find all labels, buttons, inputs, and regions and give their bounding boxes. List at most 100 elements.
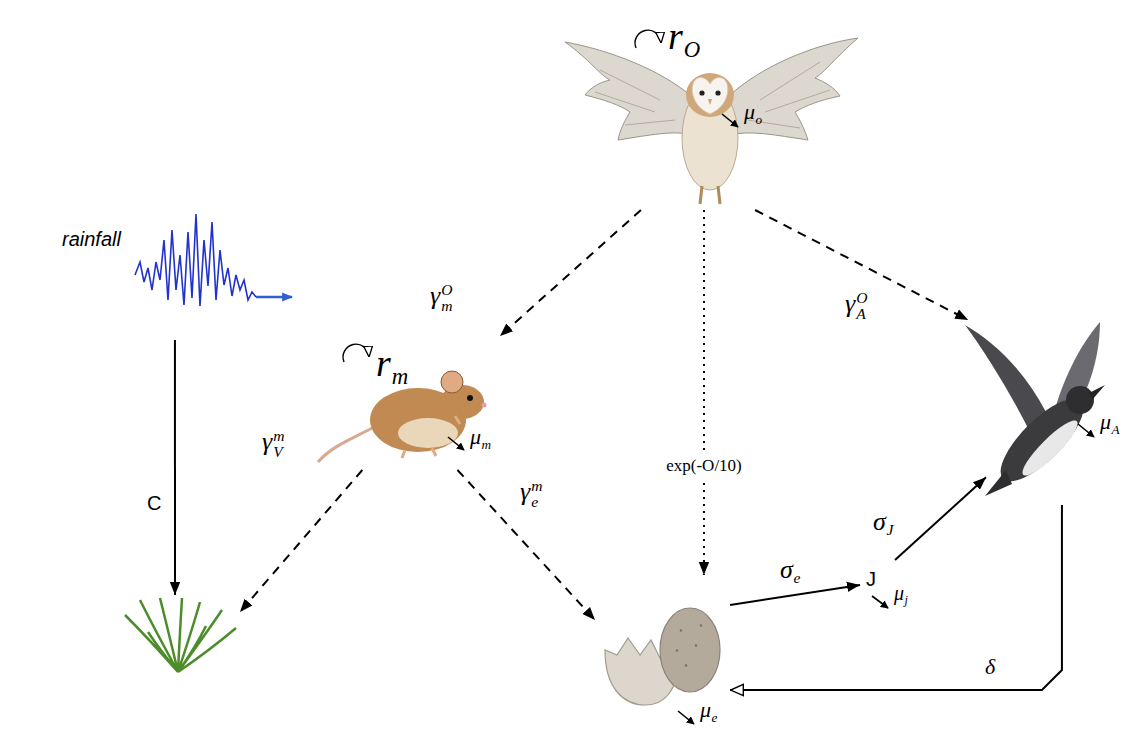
mortality-rate: μm	[470, 425, 491, 452]
vegetation-node	[115, 595, 240, 680]
owl-face	[692, 77, 728, 114]
subscript: e	[793, 569, 800, 586]
mouse-node: rmμm	[330, 330, 500, 470]
rate-label: exp(-O/10)	[663, 455, 745, 478]
owl-eye	[699, 90, 704, 95]
bird-left-wing	[965, 325, 1046, 432]
egg-speckles	[676, 625, 702, 666]
growth-rate: rO	[668, 16, 700, 62]
owl-legs	[700, 186, 720, 204]
juvenile-node: Jμj	[860, 560, 930, 610]
adult-bird-node: μA	[950, 320, 1132, 505]
superscript: m	[273, 428, 284, 444]
index-stack: Vm	[273, 428, 284, 461]
grazing-link	[240, 470, 362, 612]
subscript: J	[886, 521, 893, 538]
owl-eye	[715, 90, 720, 95]
symbol-base: γ	[520, 477, 530, 506]
superscript: m	[531, 478, 542, 494]
index-stack: em	[531, 478, 542, 511]
mortality-rate: μj	[894, 582, 908, 607]
mouse-eye	[467, 395, 473, 401]
driver-label: rainfall	[62, 228, 121, 250]
mortality-arrow	[1078, 424, 1094, 437]
mortality-arrow	[722, 114, 738, 127]
growth-rate: rm	[376, 343, 408, 389]
subscript: j	[905, 593, 908, 607]
owl-growth-loop	[635, 30, 661, 48]
subscript: m	[482, 437, 492, 452]
mortality-rate: μe	[700, 698, 717, 725]
rate-label: γmO	[430, 282, 452, 315]
bird-tail	[985, 470, 1012, 496]
symbol-base: r	[668, 15, 683, 57]
symbol-base: γ	[845, 289, 855, 318]
subscript: e	[531, 494, 542, 510]
mortality-arrow	[448, 437, 464, 450]
mouse-belly	[398, 418, 458, 448]
index-stack: mO	[441, 282, 452, 315]
symbol-base: σ	[873, 507, 886, 536]
mouse-tail	[318, 428, 372, 462]
subscript: m	[392, 364, 408, 389]
subscript: e	[712, 710, 718, 725]
transition-link	[895, 477, 986, 560]
symbol-base: σ	[780, 555, 793, 584]
symbol-base: μ	[894, 582, 904, 604]
mouse-growth-loop	[343, 344, 369, 362]
bird-belly	[1017, 415, 1083, 481]
rate-label: δ	[985, 655, 995, 679]
superscript: O	[441, 282, 452, 298]
symbol-base: μ	[1100, 409, 1111, 434]
rate-label: σe	[780, 556, 800, 587]
time-arrow	[256, 296, 292, 299]
reproduction-link	[730, 505, 1062, 690]
subscript: A	[1112, 422, 1120, 437]
mortality-arrow	[678, 711, 694, 724]
subscript: A	[856, 306, 867, 322]
predation-link	[755, 210, 968, 320]
superscript: O	[856, 290, 867, 306]
whole-egg	[660, 608, 720, 692]
mouse-ear	[441, 371, 463, 393]
rate-label: γem	[520, 478, 542, 511]
mortality-rate: μA	[1100, 410, 1120, 437]
symbol-base: γ	[262, 427, 272, 456]
index-stack: AO	[856, 290, 867, 323]
rate-label: γVm	[262, 428, 284, 461]
predation-link	[500, 210, 641, 336]
bird-head	[1066, 386, 1094, 414]
climate-link	[174, 340, 176, 595]
owl-node: rOμo	[560, 10, 862, 210]
owl-head	[686, 73, 734, 117]
transition-link	[730, 585, 860, 605]
symbol-base: r	[376, 342, 391, 384]
rate-label: γAO	[845, 290, 867, 323]
predation-effect-link	[703, 210, 705, 575]
subscript: V	[273, 444, 284, 460]
symbol-base: μ	[470, 424, 481, 449]
symbol-base: μ	[700, 697, 711, 722]
bird-beak	[1089, 385, 1105, 400]
rate-label: C	[147, 492, 161, 514]
owl-beak	[708, 99, 712, 105]
subscript: m	[441, 298, 452, 314]
symbol-base: μ	[744, 99, 755, 124]
rate-label: σJ	[873, 508, 893, 539]
owl-right-wing	[730, 38, 858, 140]
mouse-nose	[482, 403, 487, 408]
rainfall-node: rainfall	[60, 195, 300, 340]
subscript: o	[756, 112, 763, 127]
stage-label: J	[866, 568, 876, 590]
egg-node: μe	[595, 575, 730, 725]
subscript: O	[684, 37, 700, 62]
mortality-arrow	[872, 596, 888, 608]
mortality-rate: μo	[744, 100, 762, 127]
grass-blades	[125, 598, 236, 672]
predation-link	[458, 470, 596, 620]
mouse-feet	[402, 416, 460, 458]
